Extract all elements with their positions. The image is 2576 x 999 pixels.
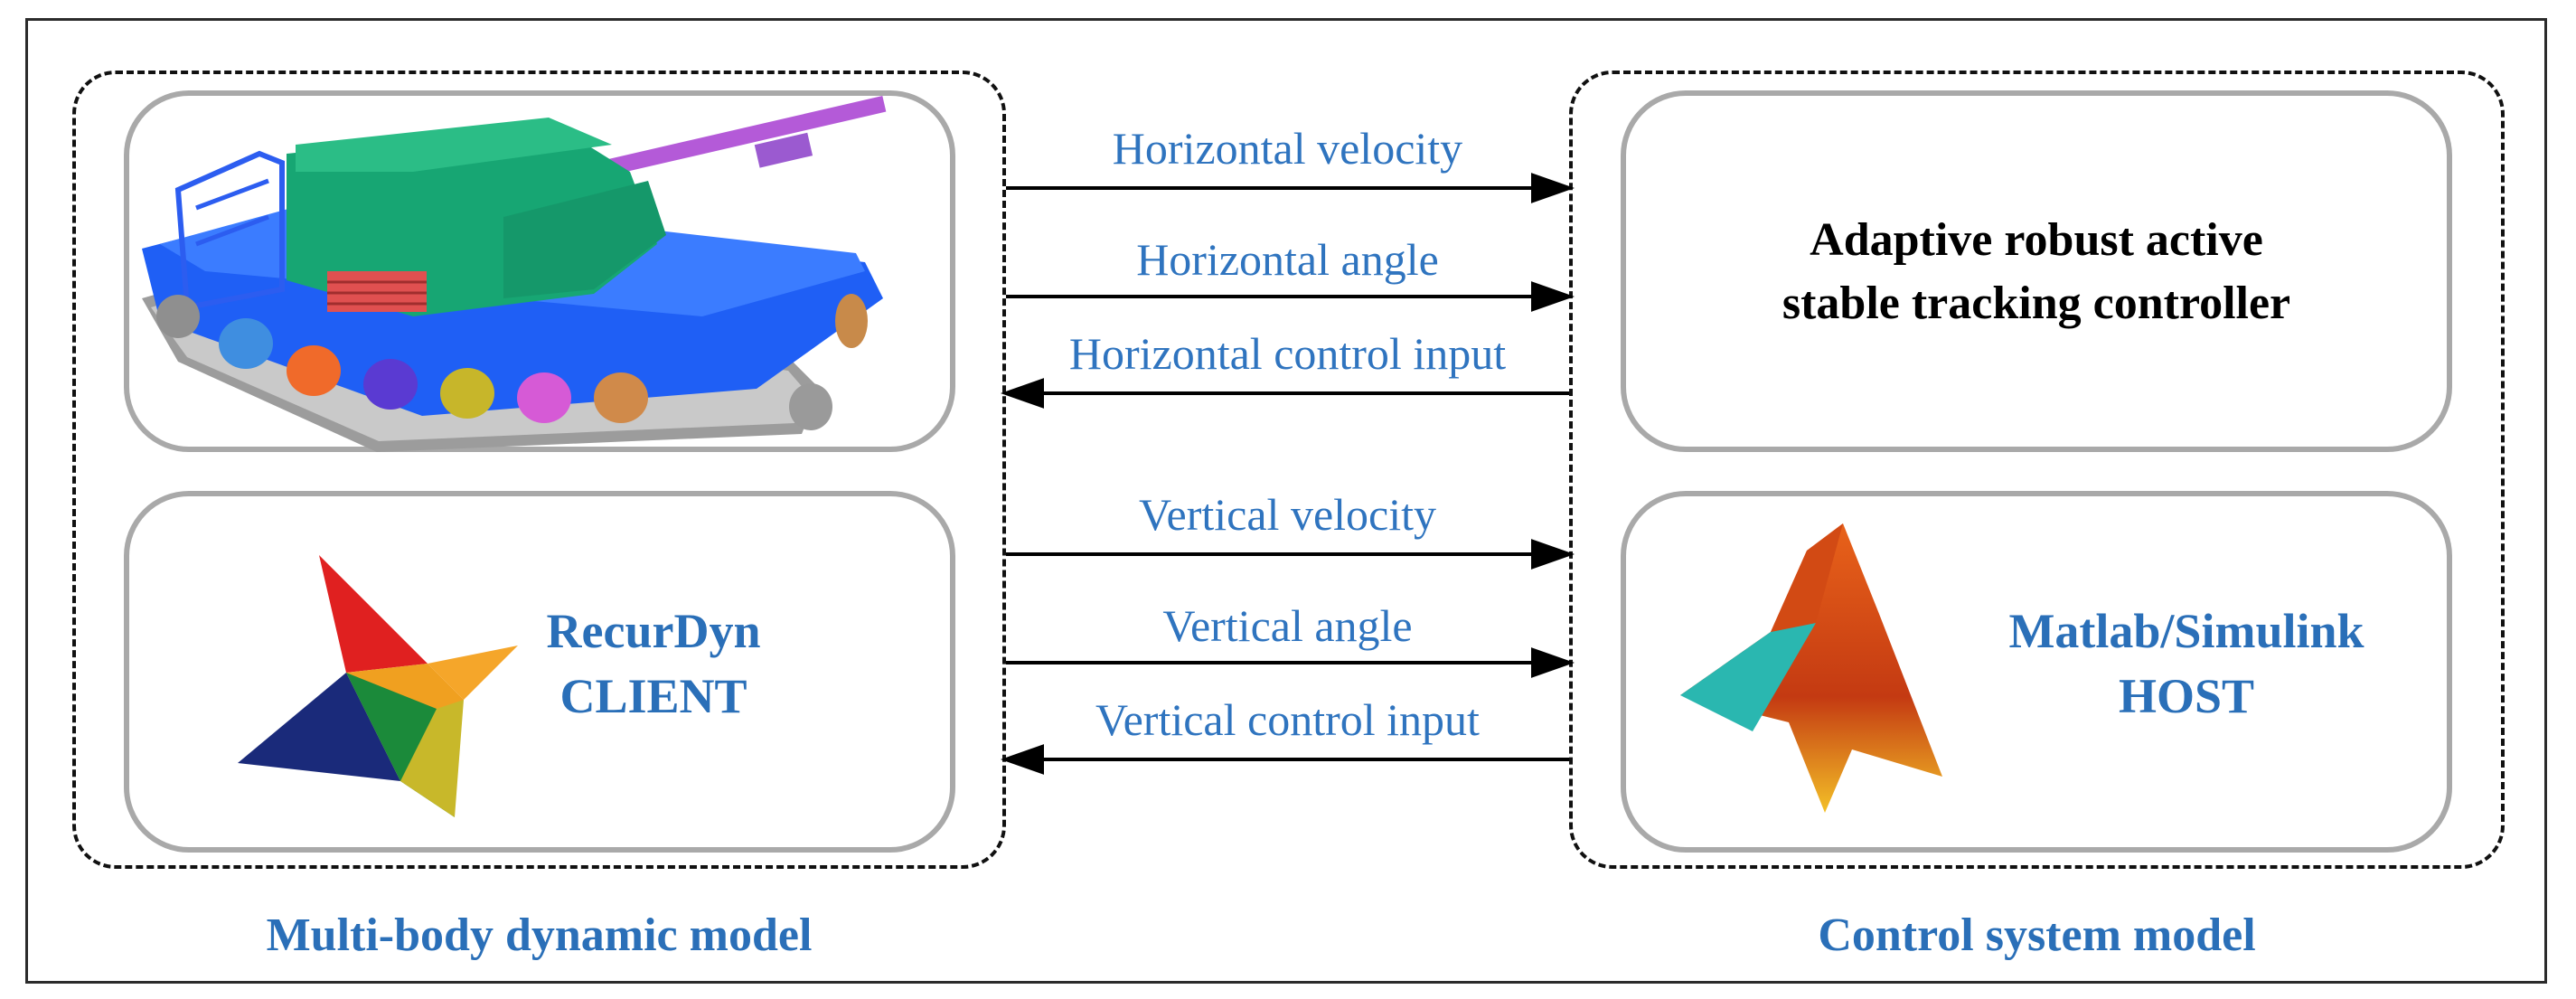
tank-model-panel bbox=[124, 90, 955, 452]
matlab-host-panel: Matlab/Simulink HOST bbox=[1621, 491, 2452, 853]
arrow-head bbox=[1531, 647, 1575, 678]
signal-label: Vertical velocity bbox=[1138, 489, 1437, 540]
controller-panel: Adaptive robust active stable tracking c… bbox=[1621, 90, 2452, 452]
arrow-head bbox=[1531, 281, 1575, 312]
signal-label: Horizontal velocity bbox=[1112, 123, 1463, 174]
multibody-model-group bbox=[72, 71, 1006, 869]
tank-model-image bbox=[142, 96, 887, 452]
multibody-caption: Multi-body dynamic model bbox=[266, 909, 813, 961]
signal-label: Horizontal angle bbox=[1136, 234, 1439, 285]
arrow-head bbox=[1000, 744, 1044, 775]
host-title: HOST bbox=[2118, 669, 2255, 723]
matlab-title: Matlab/Simulink bbox=[2008, 604, 2364, 658]
signal-label: Horizontal control input bbox=[1068, 328, 1507, 379]
arrow-head bbox=[1531, 539, 1575, 570]
controller-line2: stable tracking controller bbox=[1782, 278, 2291, 329]
recurdyn-title: RecurDyn bbox=[546, 604, 761, 658]
client-title: CLIENT bbox=[559, 669, 747, 723]
matlab-logo bbox=[1680, 523, 1942, 813]
controller-line1: Adaptive robust active bbox=[1810, 214, 2263, 266]
recurdyn-client-panel: RecurDyn CLIENT bbox=[124, 491, 955, 853]
control-system-group bbox=[1569, 71, 2505, 869]
signal-label: Vertical control input bbox=[1095, 694, 1480, 745]
recurdyn-logo bbox=[238, 555, 518, 817]
figure-frame bbox=[25, 18, 2547, 984]
signal-label: Vertical angle bbox=[1162, 600, 1413, 651]
arrow-head bbox=[1000, 378, 1044, 409]
control-system-caption: Control system model bbox=[1818, 909, 2256, 961]
arrow-head bbox=[1531, 173, 1575, 203]
